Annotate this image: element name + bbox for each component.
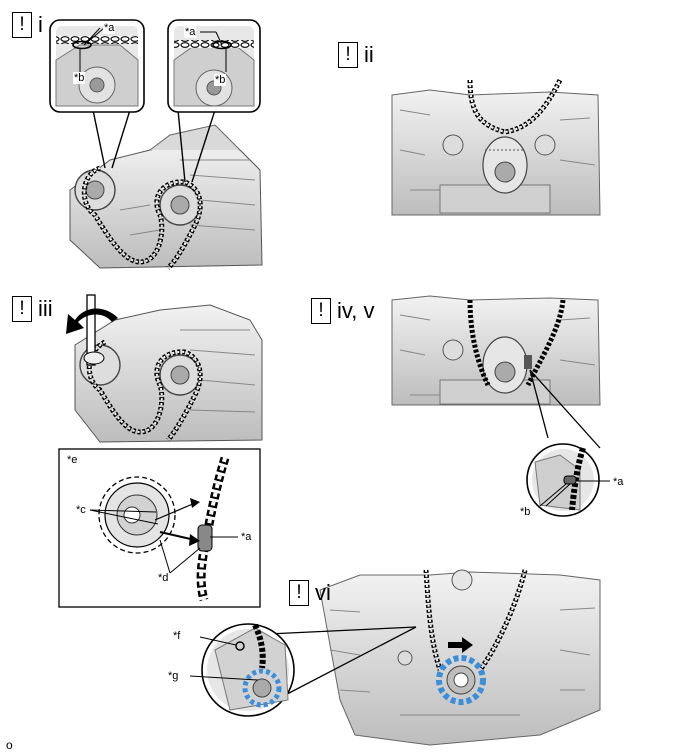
- callout-b-inset-i-left: *b: [73, 72, 86, 84]
- engine-illustration-ii: [391, 78, 601, 216]
- callout-b-inset-i-right: *b: [214, 74, 227, 86]
- warning-icon: !: [12, 12, 32, 38]
- engine-illustration-vi: [267, 569, 601, 746]
- inset-iv-circle: [526, 443, 610, 517]
- direction-arrow: [448, 637, 473, 653]
- inset-i-left: [49, 19, 145, 113]
- step-ii-label: ! ii: [338, 42, 374, 68]
- warning-icon: !: [12, 296, 32, 322]
- callout-e: *e: [66, 454, 79, 466]
- step-number: vi: [315, 580, 331, 605]
- step-iv-label: ! iv, v: [311, 298, 374, 324]
- step-number: iv, v: [337, 298, 375, 323]
- callout-d: *d: [157, 572, 170, 584]
- callout-a-inset-i-right: *a: [184, 26, 197, 38]
- rotate-arrow: [66, 308, 118, 334]
- step-number: iii: [38, 296, 53, 321]
- engine-illustration-iv: [391, 295, 601, 449]
- step-number: ii: [364, 42, 374, 67]
- detail-box-e: [58, 448, 261, 608]
- callout-g: *g: [167, 670, 180, 682]
- callout-f: *f: [172, 630, 182, 642]
- callout-a-inset-iv: *a: [612, 476, 625, 488]
- callout-a-detail: *a: [240, 531, 253, 543]
- footer-text: o: [6, 738, 13, 752]
- step-number: i: [38, 12, 43, 37]
- callout-a-inset-i-left: *a: [103, 22, 116, 34]
- engine-illustration-iii: [66, 294, 263, 443]
- step-i-label: ! i: [12, 12, 43, 38]
- warning-icon: !: [338, 42, 358, 68]
- callout-c: *c: [75, 504, 87, 516]
- inset-i-right: [167, 19, 261, 113]
- inset-vi-circle: [189, 623, 295, 717]
- warning-icon: !: [289, 580, 309, 606]
- warning-icon: !: [311, 298, 331, 324]
- sprocket-detail: [98, 476, 176, 554]
- step-iii-label: ! iii: [12, 296, 53, 322]
- engine-illustration-i: [69, 109, 263, 270]
- step-vi-label: ! vi: [289, 580, 331, 606]
- callout-b-inset-iv: *b: [519, 506, 532, 518]
